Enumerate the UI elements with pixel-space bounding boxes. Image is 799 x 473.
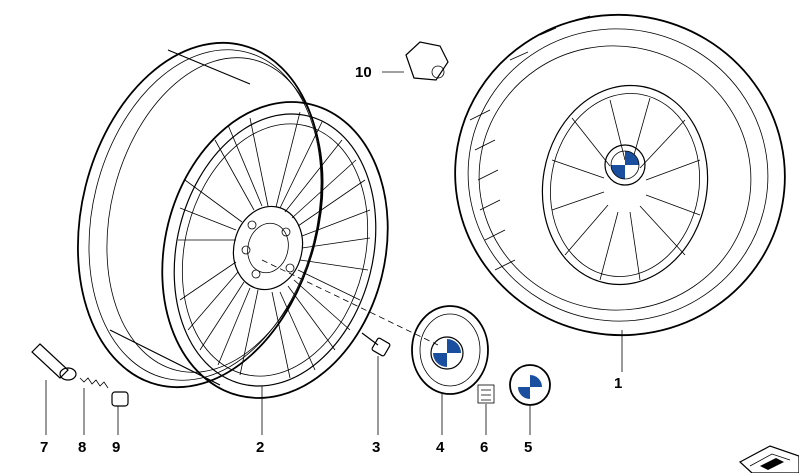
wheel-bolt-part-3 [361,332,391,357]
assembly-line [261,259,439,346]
callout-4: 4 [436,439,445,456]
valve-insert-part-8 [79,377,109,389]
callout-labels: 10 1 2 3 4 6 5 7 8 9 [40,64,622,456]
callout-2: 2 [256,439,264,456]
callout-1: 1 [614,375,622,392]
callout-5: 5 [524,439,532,456]
callout-7: 7 [40,439,48,456]
callout-8: 8 [78,439,86,456]
wheel-with-tyre-part-1 [454,13,786,337]
callout-10: 10 [355,64,372,81]
callout-6: 6 [480,439,488,456]
label-part-6 [477,384,495,404]
valve-stem-part-7 [31,343,77,381]
callout-9: 9 [112,439,120,456]
leader-lines [45,71,623,435]
centre-cap-part-4 [411,305,489,395]
emblem-part-5 [509,364,551,406]
reference-corner-icon [738,445,799,473]
valve-cap-part-9 [111,391,129,407]
hex-nut-part-10 [405,41,449,81]
rim-part-2 [77,41,389,399]
callout-3: 3 [372,439,380,456]
